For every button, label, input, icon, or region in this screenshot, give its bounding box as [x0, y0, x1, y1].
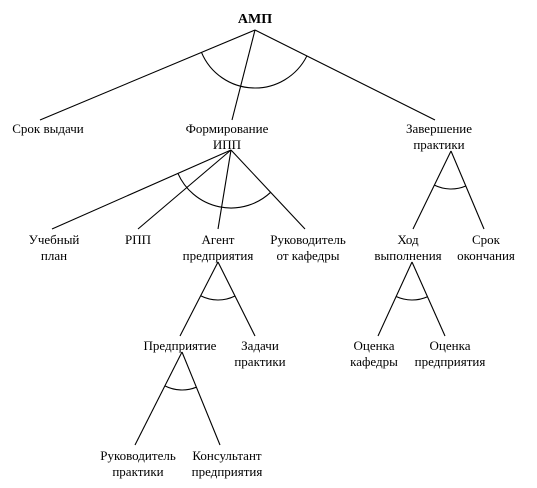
- and-arc-predpriyatie: [164, 385, 197, 391]
- node-ocenka-predpriyatiya-line-2: предприятия: [414, 354, 486, 369]
- node-srok-okonchaniya-line-1: Срок: [471, 232, 500, 247]
- node-rukovoditel-praktiki: Руководитель практики: [100, 448, 176, 480]
- node-agent-line-2: предприятия: [182, 248, 254, 263]
- node-rpp: РПП: [125, 232, 151, 248]
- node-hod-line-1: Ход: [397, 232, 419, 247]
- node-formirovanie-line-2: ИПП: [212, 137, 242, 152]
- node-predpriyatie-line-1: Предприятие: [143, 338, 217, 353]
- node-formirovanie-line-1: Формирование: [185, 121, 269, 136]
- node-ocenka-kafedry-line-2: кафедры: [350, 354, 398, 369]
- node-hod-vypolneniya: Ход выполнения: [374, 232, 441, 264]
- node-agent-predpriyatiya: Агент предприятия: [183, 232, 254, 264]
- edge-hod-to-ocenka_kafedry: [377, 261, 413, 337]
- node-konsultant-predpriyatiya: Консультант предприятия: [192, 448, 263, 480]
- edge-predpriyatie-to-rukovoditel_praktiki: [134, 351, 183, 446]
- and-arc-agent: [200, 295, 236, 301]
- edge-zavershenie-to-hod: [412, 150, 452, 230]
- node-agent-line-1: Агент: [201, 232, 235, 247]
- node-zadachi-praktiki: Задачи практики: [234, 338, 285, 370]
- node-ocenka-predpriyatiya-line-1: Оценка: [429, 338, 471, 353]
- node-ocenka-kafedry: Оценка кафедры: [350, 338, 398, 370]
- node-uchebny-plan-line-1: Учебный: [28, 232, 80, 247]
- node-amp-line-1: АМП: [237, 12, 273, 27]
- node-zavershenie-line-1: Завершение: [405, 121, 473, 136]
- node-konsultant-line-1: Консультант: [192, 448, 262, 463]
- node-rukovoditel-praktiki-line-2: практики: [112, 464, 164, 479]
- node-uchebny-plan: Учебный план: [29, 232, 80, 264]
- node-formirovanie-ipp: Формирование ИПП: [186, 121, 269, 153]
- and-arc-hod: [395, 296, 428, 301]
- node-srok-okonchaniya-line-2: окончания: [457, 248, 515, 263]
- node-hod-line-2: выполнения: [374, 248, 442, 263]
- edge-formirovanie-to-uchebny_plan: [51, 149, 232, 230]
- node-ocenka-kafedry-line-1: Оценка: [353, 338, 395, 353]
- node-amp: АМП: [238, 12, 272, 28]
- node-rukovoditel-ot-kafedry: Руководитель от кафедры: [270, 232, 346, 264]
- edge-formirovanie-to-agent: [217, 149, 232, 230]
- node-rpp-line-1: РПП: [124, 232, 152, 247]
- node-konsultant-line-2: предприятия: [191, 464, 263, 479]
- node-ocenka-predpriyatiya: Оценка предприятия: [415, 338, 486, 370]
- node-rukovoditel-kafedry-line-1: Руководитель: [270, 232, 346, 247]
- edge-formirovanie-to-rukovoditel_kafedry: [230, 149, 306, 230]
- node-zavershenie-praktiki: Завершение практики: [406, 121, 472, 153]
- node-zadachi-line-1: Задачи: [241, 338, 279, 353]
- node-uchebny-plan-line-2: план: [40, 248, 68, 263]
- node-rukovoditel-praktiki-line-1: Руководитель: [100, 448, 176, 463]
- edge-hod-to-ocenka_predpriyatiya: [411, 261, 446, 337]
- node-rukovoditel-kafedry-line-2: от кафедры: [276, 248, 340, 263]
- edge-formirovanie-to-rpp: [137, 149, 232, 230]
- edge-agent-to-predpriyatie: [179, 261, 219, 337]
- node-srok-vydachi: Срок выдачи: [12, 121, 83, 137]
- edge-amp-to-formirovanie: [231, 29, 256, 121]
- edge-amp-to-srok_vydachi: [39, 29, 256, 121]
- node-srok-vydachi-line-1: Срок выдачи: [12, 121, 84, 136]
- edge-zavershenie-to-srok_okonchaniya: [450, 150, 485, 230]
- and-arc-formirovanie: [177, 173, 272, 209]
- node-zavershenie-line-2: практики: [413, 137, 465, 152]
- edge-amp-to-zavershenie: [254, 29, 436, 121]
- edge-predpriyatie-to-konsultant: [181, 351, 221, 446]
- and-arc-amp: [200, 52, 308, 89]
- and-arc-zavershenie: [434, 184, 467, 190]
- edge-agent-to-zadachi: [217, 261, 256, 337]
- node-zadachi-line-2: практики: [234, 354, 286, 369]
- node-predpriyatie: Предприятие: [144, 338, 217, 354]
- node-srok-okonchaniya: Срок окончания: [457, 232, 515, 264]
